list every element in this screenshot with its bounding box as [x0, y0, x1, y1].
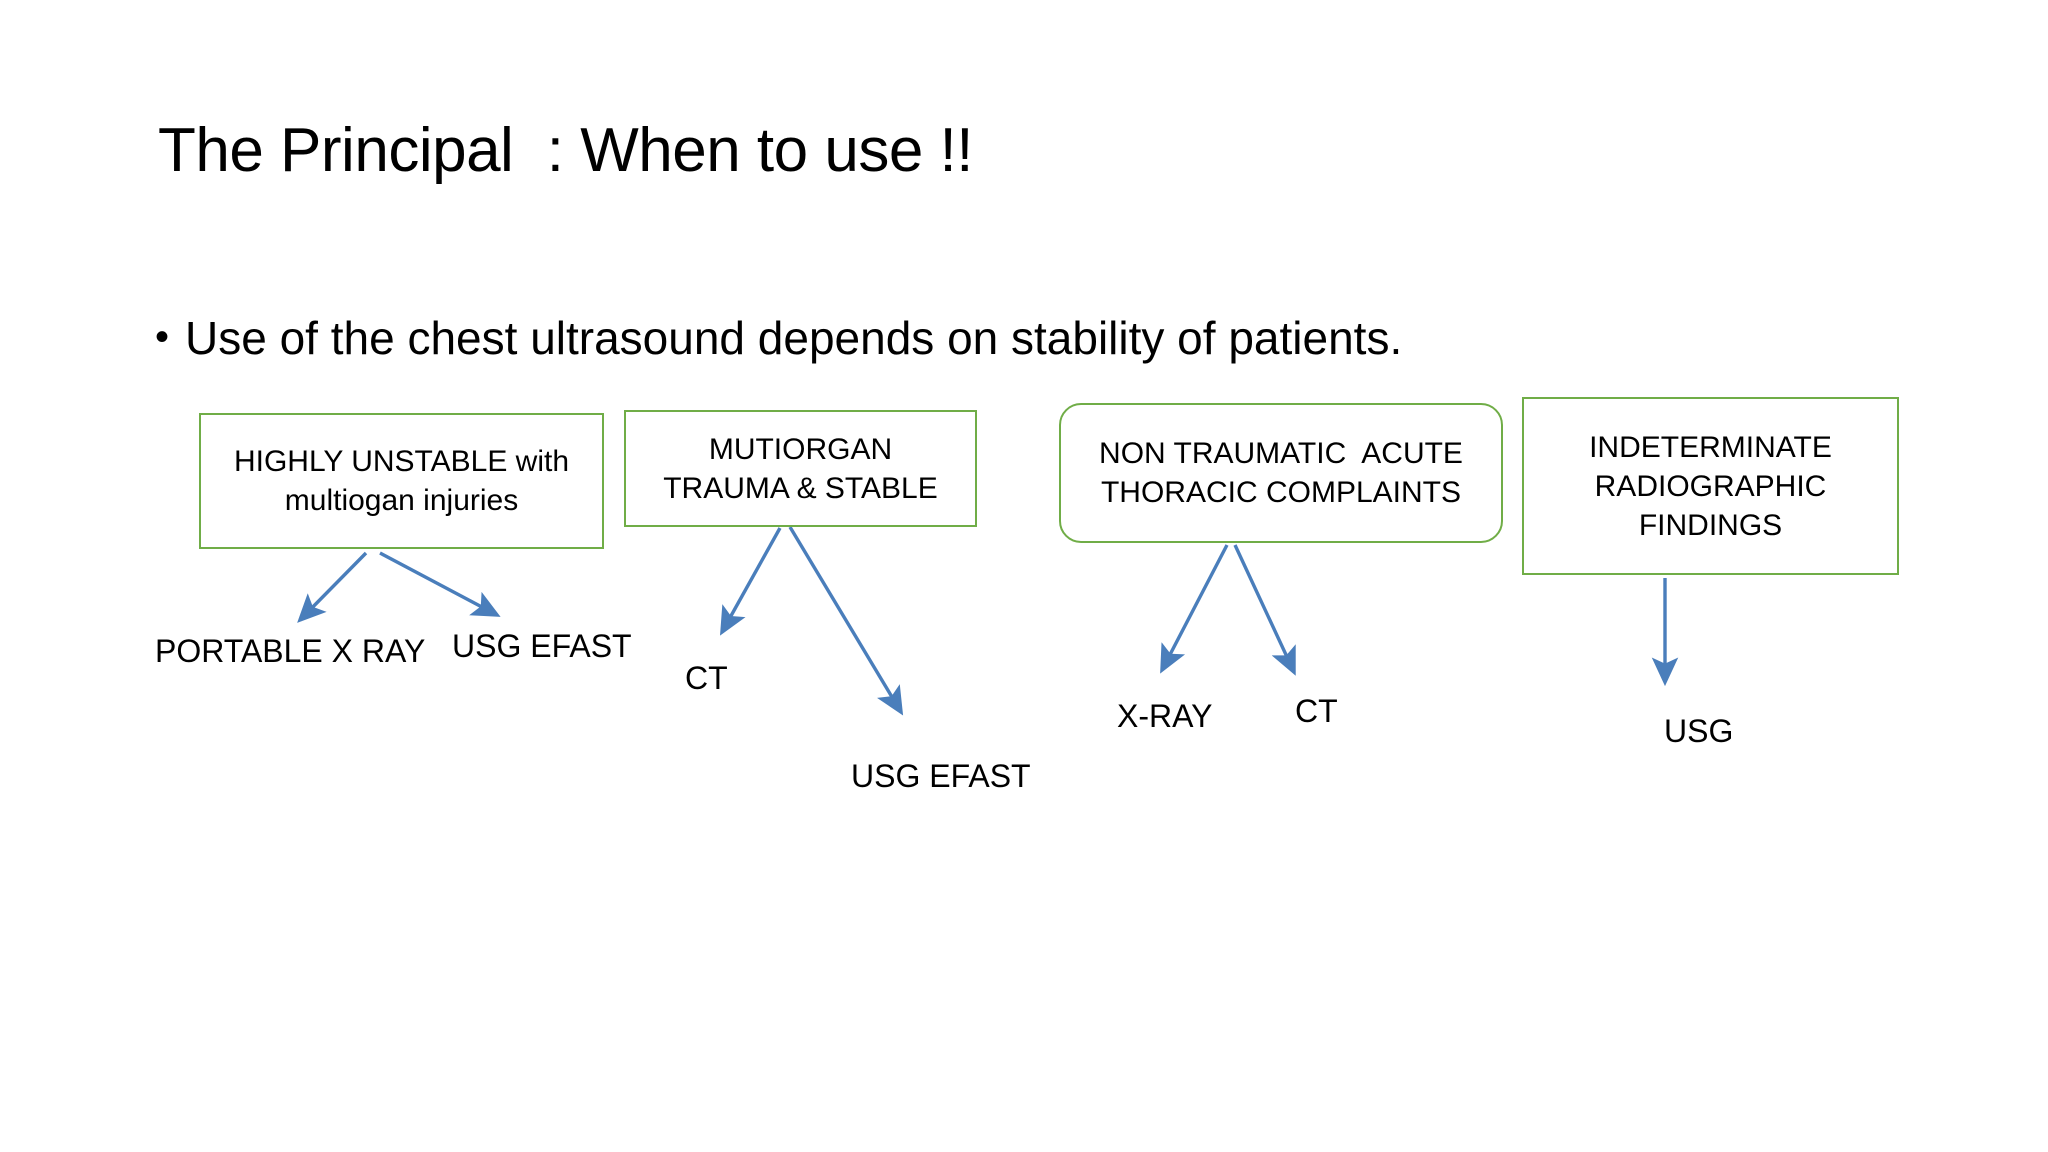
leaf-label-usg-efast-1: USG EFAST: [452, 628, 632, 664]
arrow-non-traumatic-to-x-ray: [1160, 544, 1229, 674]
category-box-line: THORACIC COMPLAINTS: [1100, 476, 1462, 509]
category-box-line: NON TRAUMATIC ACUTE: [1099, 437, 1463, 470]
leaf-label-ct-1: CT: [685, 660, 728, 696]
category-box-line: TRAUMA & STABLE: [663, 471, 938, 505]
category-box-non-traumatic-acute-thoracic[interactable]: NON TRAUMATIC ACUTE THORACIC COMPLAINTS: [1059, 403, 1503, 543]
category-box-line: multiogan injuries: [284, 484, 519, 517]
category-box-indeterminate-radiographic[interactable]: INDETERMINATE RADIOGRAPHIC FINDINGS: [1522, 397, 1899, 575]
leaf-label-usg: USG: [1664, 713, 1734, 749]
arrow-multiorgan-to-usg-efast: [788, 526, 904, 716]
arrow-highly-unstable-to-portable-x-ray: [297, 551, 368, 623]
bullet-marker-icon: •: [155, 315, 170, 359]
category-box-multiorgan-trauma-stable[interactable]: MUTIORGAN TRAUMA & STABLE: [624, 410, 977, 527]
page-title: The Principal : When to use !!: [158, 116, 974, 185]
leaf-label-usg-efast-2: USG EFAST: [851, 758, 1031, 794]
category-box-line: HIGHLY UNSTABLE with: [233, 445, 570, 478]
leaf-label-portable-x-ray: PORTABLE X RAY: [155, 633, 426, 669]
leaf-label-x-ray: X-RAY: [1117, 698, 1213, 734]
category-box-line: MUTIORGAN: [708, 432, 893, 466]
category-box-highly-unstable[interactable]: HIGHLY UNSTABLE with multiogan injuries: [199, 413, 604, 549]
leaf-label-ct-2: CT: [1295, 693, 1338, 729]
category-box-line: INDETERMINATE: [1589, 430, 1832, 464]
bullet-text: Use of the chest ultrasound depends on s…: [185, 312, 1403, 364]
arrow-multiorgan-to-ct: [720, 527, 782, 636]
category-box-line: FINDINGS: [1638, 508, 1783, 542]
bullet-list-item: • Use of the chest ultrasound depends on…: [155, 312, 1402, 365]
arrow-highly-unstable-to-usg-efast: [379, 551, 501, 617]
category-box-line: RADIOGRAPHIC: [1594, 469, 1827, 503]
arrow-non-traumatic-to-ct: [1233, 544, 1296, 676]
